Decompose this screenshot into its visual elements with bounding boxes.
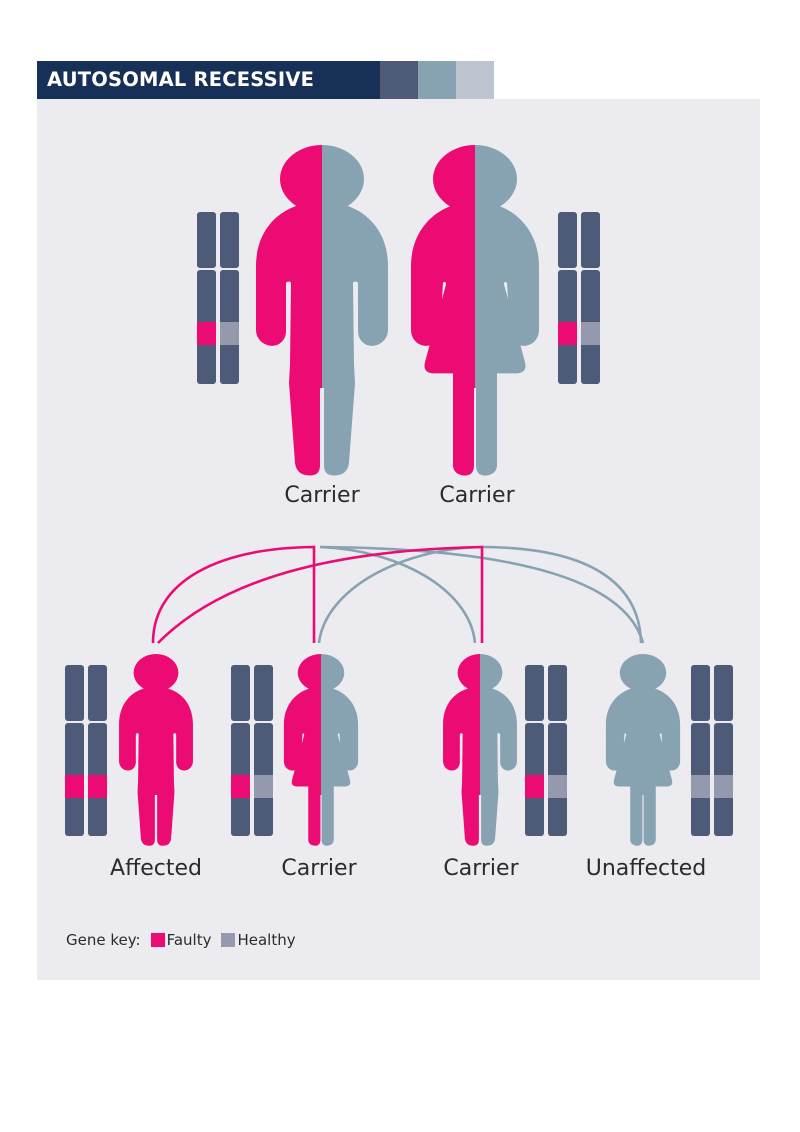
gene-key-healthy: Healthy — [237, 931, 296, 949]
chromosome-pair-mother — [558, 212, 600, 384]
label-mother: Carrier — [439, 483, 515, 508]
gene-healthy — [581, 322, 600, 345]
decor-swatch-mid — [418, 61, 456, 99]
gene-key-faulty: Faulty — [166, 931, 212, 949]
faulty-swatch-icon — [150, 933, 165, 947]
chromosome-pair-father — [197, 212, 239, 384]
page-title: AUTOSOMAL RECESSIVE — [47, 68, 315, 91]
inheritance-lines — [151, 545, 645, 644]
figure-father-carrier — [256, 145, 388, 476]
label-child-2: Carrier — [281, 856, 357, 881]
label-child-1: Affected — [110, 856, 202, 881]
figure-child-affected — [119, 654, 193, 846]
title-banner: AUTOSOMAL RECESSIVE — [37, 61, 380, 99]
decor-swatch-dark — [380, 61, 418, 99]
chromosome-pair-carrier-female — [231, 665, 273, 836]
figure-child-carrier-male — [443, 654, 517, 846]
figure-child-carrier-female — [283, 654, 359, 846]
label-father: Carrier — [284, 483, 360, 508]
gene-faulty — [558, 322, 577, 345]
gene-healthy — [220, 322, 239, 345]
chromosome-pair-affected — [65, 665, 107, 836]
gene-key-label: Gene key: — [66, 931, 141, 949]
gene-faulty — [197, 322, 216, 345]
gene-key: Gene key: Faulty Healthy — [66, 931, 296, 949]
figure-child-unaffected — [605, 654, 681, 846]
chromosome-pair-unaffected — [691, 665, 733, 836]
chromosome-pair-carrier-male — [525, 665, 567, 836]
label-child-3: Carrier — [443, 856, 519, 881]
healthy-swatch-icon — [221, 933, 236, 947]
decor-swatch-light — [456, 61, 494, 99]
figure-mother-carrier — [411, 145, 539, 476]
label-child-4: Unaffected — [585, 856, 707, 881]
